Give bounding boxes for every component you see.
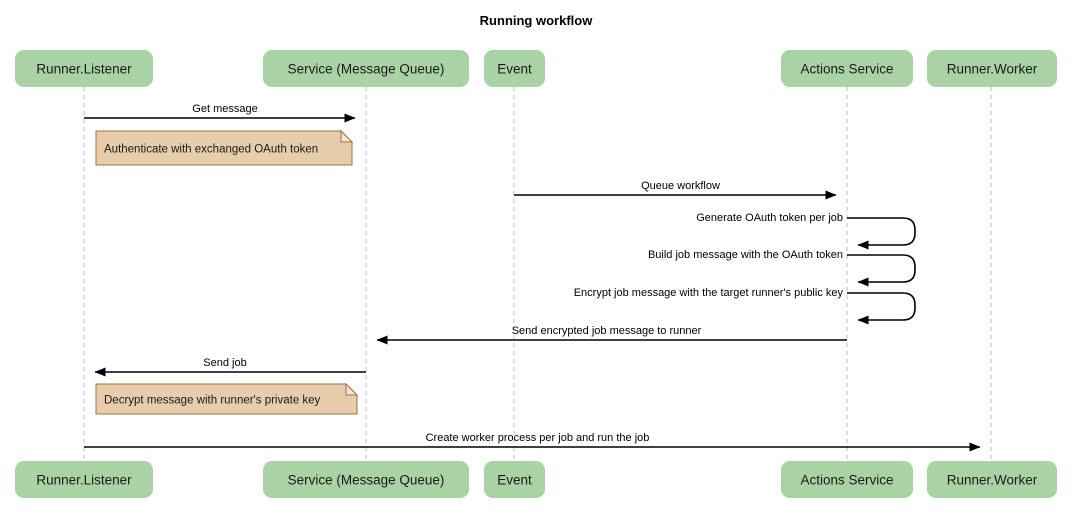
participant-event-bottom[interactable]: Event	[484, 461, 545, 498]
note-fold-corner-icon	[345, 382, 359, 396]
self-loop-path	[847, 292, 916, 325]
message-build-job-message-with-the-oauth-token: Build job message with the OAuth token	[648, 249, 916, 287]
participant-box	[781, 50, 913, 87]
participant-box	[484, 50, 545, 87]
participant-actions-service-top[interactable]: Actions Service	[781, 50, 913, 87]
message-encrypt-job-message-with-the-target-runners-public-key: Encrypt job message with the target runn…	[574, 287, 916, 325]
message-label: Queue workflow	[641, 180, 720, 192]
diagram-title: Running workflow	[480, 13, 594, 28]
note-authenticate: Authenticate with exchanged OAuth token	[95, 129, 354, 166]
message-create-worker-process-per-job-and-run-the-job: Create worker process per job and run th…	[84, 432, 981, 452]
message-label: Send encrypted job message to runner	[512, 325, 702, 337]
note-body	[95, 130, 353, 166]
participant-box	[15, 50, 153, 87]
lifelines-group	[83, 87, 992, 461]
participant-runner-listener-top[interactable]: Runner.Listener	[15, 50, 153, 87]
note-decrypt: Decrypt message with runner's private ke…	[95, 382, 359, 415]
participant-label: Runner.Worker	[947, 62, 1038, 77]
participant-box	[781, 461, 913, 498]
participant-runner-worker-top[interactable]: Runner.Worker	[927, 50, 1057, 87]
participant-label: Service (Message Queue)	[288, 473, 445, 488]
message-label: Create worker process per job and run th…	[426, 432, 650, 444]
participant-actions-service-bottom[interactable]: Actions Service	[781, 461, 913, 498]
message-label: Encrypt job message with the target runn…	[574, 287, 844, 299]
participants-bottom-group: Runner.Listener Service (Message Queue) Ev…	[15, 461, 1057, 498]
participant-label: Actions Service	[800, 473, 893, 488]
participant-box	[263, 461, 469, 498]
participant-runner-worker-bottom[interactable]: Runner.Worker	[927, 461, 1057, 498]
self-loop-path	[847, 217, 916, 250]
notes-group: Authenticate with exchanged OAuth tokenD…	[95, 129, 359, 415]
message-label: Build job message with the OAuth token	[648, 249, 843, 261]
message-generate-oauth-token-per-job: Generate OAuth token per job	[696, 212, 916, 250]
note-fold-corner-icon	[340, 129, 354, 143]
participant-label: Actions Service	[800, 62, 893, 77]
participant-box	[484, 461, 545, 498]
message-get-message: Get message	[84, 103, 356, 123]
participant-label: Runner.Listener	[36, 62, 132, 77]
message-send-job: Send job	[94, 357, 366, 377]
participants-top-group: Runner.Listener Service (Message Queue) Ev…	[15, 50, 1057, 87]
participant-label: Event	[497, 62, 532, 77]
participant-box	[15, 461, 153, 498]
message-label: Send job	[203, 357, 246, 369]
message-label: Get message	[192, 103, 257, 115]
message-label: Generate OAuth token per job	[696, 212, 843, 224]
participant-box	[263, 50, 469, 87]
participant-box	[927, 50, 1057, 87]
participant-service-message-queue-top[interactable]: Service (Message Queue)	[263, 50, 469, 87]
participant-box	[927, 461, 1057, 498]
participant-label: Service (Message Queue)	[288, 62, 445, 77]
note-text: Decrypt message with runner's private ke…	[104, 395, 321, 407]
participant-service-message-queue-bottom[interactable]: Service (Message Queue)	[263, 461, 469, 498]
self-loop-path	[847, 254, 916, 287]
participant-label: Runner.Worker	[947, 473, 1038, 488]
message-queue-workflow: Queue workflow	[514, 180, 837, 200]
message-send-encrypted-job-message-to-runner: Send encrypted job message to runner	[376, 325, 847, 345]
note-body	[95, 383, 358, 415]
participant-runner-listener-bottom[interactable]: Runner.Listener	[15, 461, 153, 498]
note-text: Authenticate with exchanged OAuth token	[104, 144, 318, 156]
participant-label: Event	[497, 473, 532, 488]
participant-event-top[interactable]: Event	[484, 50, 545, 87]
participant-label: Runner.Listener	[36, 473, 132, 488]
